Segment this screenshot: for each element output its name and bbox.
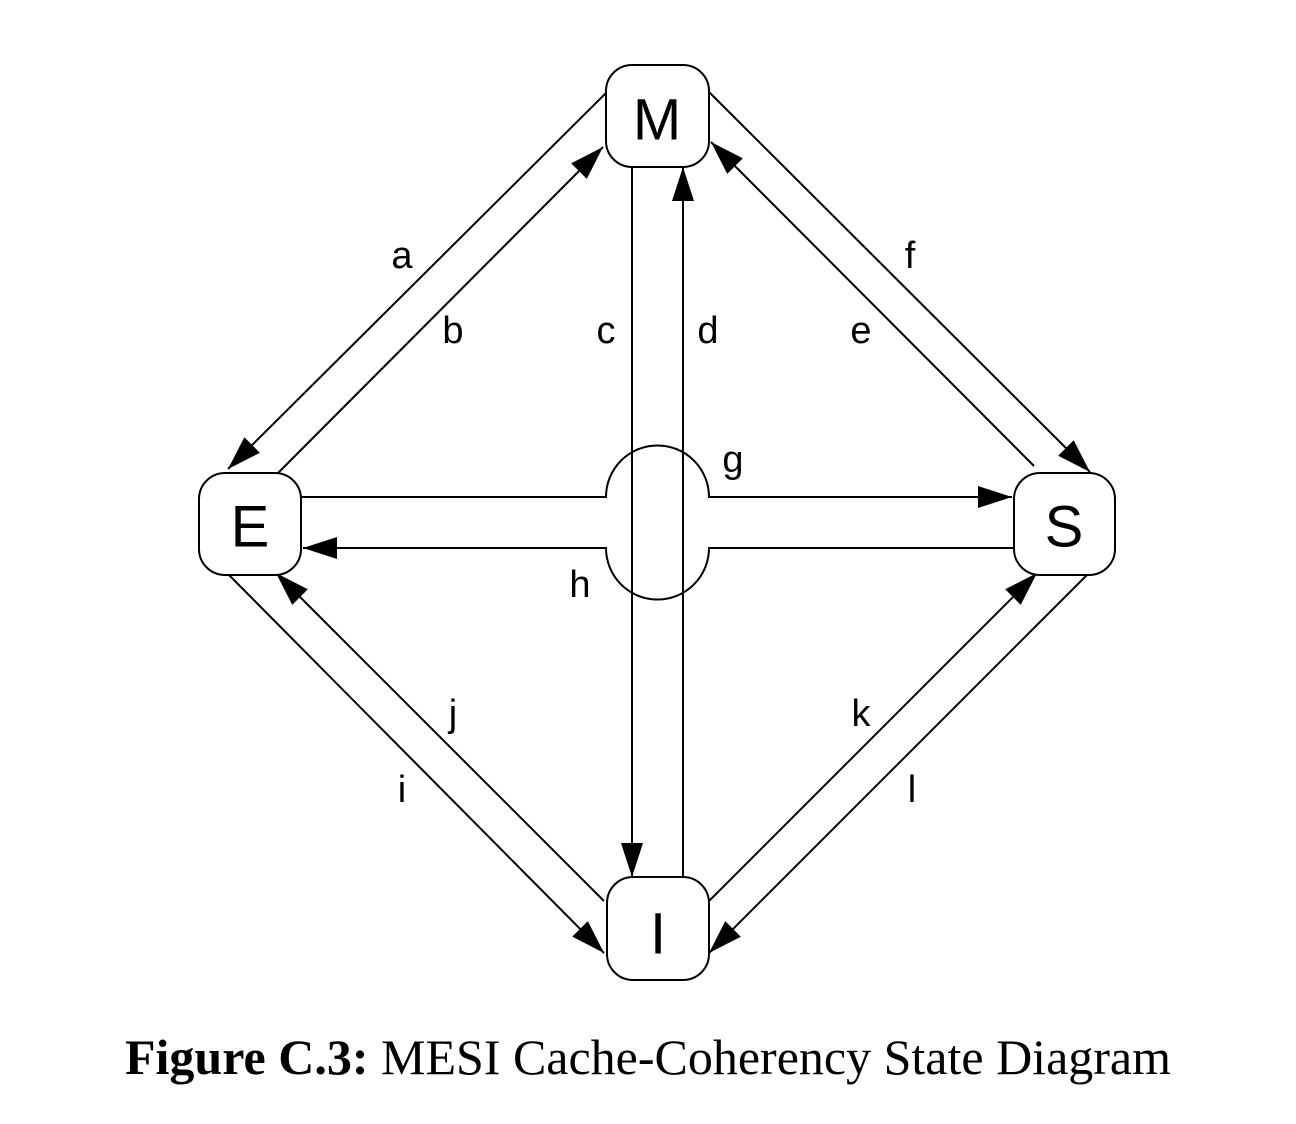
- state-node-m-label: M: [633, 88, 681, 153]
- edge-h-line: [303, 537, 1014, 601]
- edge-d-label: d: [697, 310, 718, 352]
- edge-b-label: b: [442, 310, 463, 352]
- edge-a-label: a: [391, 235, 413, 277]
- edge-h-label: h: [569, 564, 590, 606]
- edge-a-line: [227, 91, 608, 470]
- edge-i-line: [226, 572, 605, 954]
- state-node-i: I: [606, 876, 710, 981]
- edge-j-label: j: [448, 693, 457, 735]
- edge-j-line: [275, 572, 605, 902]
- edge-k-label: k: [852, 693, 872, 735]
- edge-i-label: i: [398, 769, 406, 811]
- state-node-i-label: I: [650, 902, 666, 967]
- edge-b-line: [277, 146, 604, 474]
- edges: [226, 91, 1091, 954]
- figure-caption-text: MESI Cache-Coherency State Diagram: [380, 1029, 1171, 1085]
- edge-c-label: c: [597, 310, 616, 352]
- state-node-e: E: [198, 472, 302, 576]
- state-node-e-label: E: [231, 495, 270, 560]
- figure-caption: Figure C.3: MESI Cache-Coherency State D…: [0, 1028, 1296, 1086]
- edge-labels: a b c d e f g h i j k l: [391, 235, 916, 811]
- edge-f-label: f: [905, 235, 916, 277]
- state-node-s: S: [1013, 472, 1116, 576]
- edge-l-label: l: [908, 769, 916, 811]
- edge-g-line: [301, 444, 1012, 508]
- edge-f-line: [708, 91, 1091, 473]
- edge-g-label: g: [722, 439, 743, 481]
- state-node-m: M: [605, 64, 710, 168]
- state-node-s-label: S: [1045, 495, 1084, 560]
- edge-l-line: [708, 572, 1090, 954]
- figure-caption-label: Figure C.3:: [125, 1029, 369, 1085]
- edge-e-line: [710, 141, 1035, 467]
- edge-e-label: e: [850, 310, 871, 352]
- edge-k-line: [708, 572, 1038, 902]
